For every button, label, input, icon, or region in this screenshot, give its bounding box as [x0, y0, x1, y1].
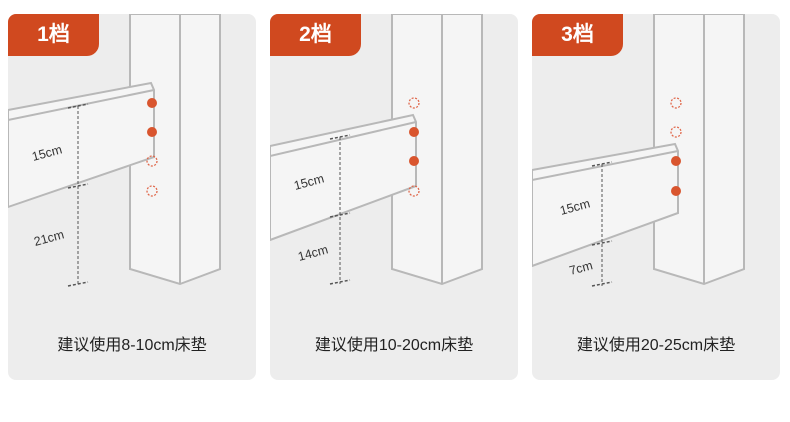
bed-rail-diagram: 15cm 7cm: [532, 14, 745, 287]
level-card-3: 15cm 7cm 3档 建议使用20-25cm床垫: [532, 14, 780, 380]
hole-filled-icon: [409, 127, 419, 137]
level-badge: 3档: [532, 14, 623, 56]
side-rail: [8, 81, 155, 209]
mattress-recommendation: 建议使用8-10cm床垫: [57, 337, 207, 354]
hole-empty-icon: [670, 97, 682, 109]
level-badge: 1档: [8, 14, 99, 56]
hole-filled-icon: [671, 156, 681, 166]
mattress-recommendation: 建议使用20-25cm床垫: [576, 337, 736, 354]
bed-post: [653, 14, 745, 286]
lower-measure-label: 14cm: [296, 242, 329, 263]
level-card-1: 15cm 21cm 1档 建议使用8-10cm床垫: [8, 14, 256, 380]
hole-empty-icon: [670, 126, 682, 138]
mattress-recommendation: 建议使用10-20cm床垫: [314, 337, 474, 354]
hole-empty-icon: [408, 185, 420, 197]
bed-post: [391, 14, 483, 286]
hole-filled-icon: [409, 156, 419, 166]
level-card-2: 15cm 14cm 2档 建议使用10-20cm床垫: [270, 14, 518, 380]
bed-rail-diagram: 15cm 21cm: [8, 14, 221, 287]
lower-measure-label: 7cm: [568, 258, 594, 278]
hole-filled-icon: [147, 98, 157, 108]
bed-rail-diagram: 15cm 14cm: [270, 14, 483, 286]
lower-measure-label: 21cm: [32, 227, 65, 248]
bed-post: [129, 14, 221, 286]
side-rail: [532, 142, 679, 268]
hole-empty-icon: [146, 155, 158, 167]
side-rail: [270, 113, 417, 242]
level-badge: 2档: [270, 14, 361, 56]
hole-empty-icon: [146, 185, 158, 197]
hole-filled-icon: [671, 186, 681, 196]
hole-filled-icon: [147, 127, 157, 137]
hole-empty-icon: [408, 97, 420, 109]
